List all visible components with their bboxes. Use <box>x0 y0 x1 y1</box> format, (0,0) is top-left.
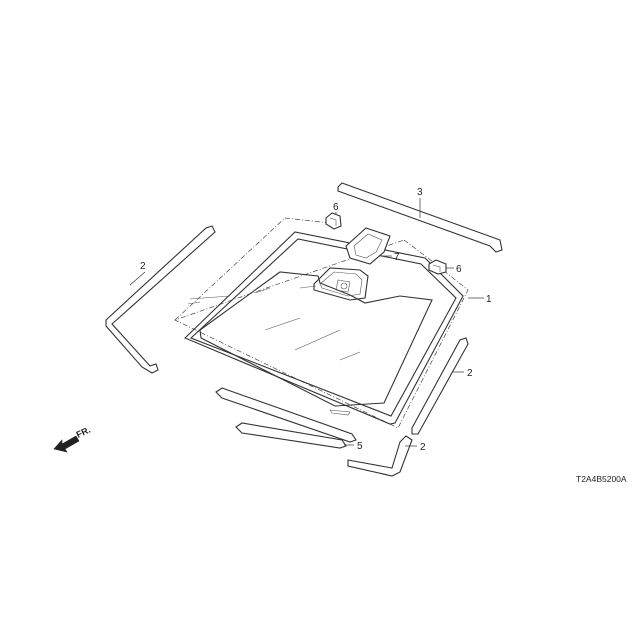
callout-6-right: 6 <box>456 264 462 275</box>
lower-molding-outer <box>215 387 357 443</box>
side-molding-right-lower <box>347 435 413 477</box>
front-arrow-icon <box>53 435 80 453</box>
side-molding-left <box>105 225 216 374</box>
leader-2-left <box>129 271 146 286</box>
lower-molding <box>235 422 347 449</box>
side-molding-right-upper <box>411 337 469 435</box>
callout-2-right: 2 <box>467 368 473 379</box>
clip-upper-left <box>325 212 342 230</box>
front-direction-arrow: FR. <box>53 425 92 453</box>
sensor-bracket-on-glass <box>313 267 369 301</box>
front-label: FR. <box>75 425 92 440</box>
callout-2-bottom: 2 <box>420 442 426 453</box>
callout-2-left: 2 <box>140 261 146 272</box>
assembly-outline-dashed <box>174 217 469 429</box>
callout-1: 1 <box>486 294 492 305</box>
callout-5: 5 <box>357 441 363 452</box>
callout-6-upper: 6 <box>333 202 339 213</box>
callout-3: 3 <box>417 187 423 198</box>
diagram-code: T2A4B5200A <box>576 474 627 484</box>
windshield-glass <box>184 231 464 425</box>
sensor-cover <box>345 227 391 265</box>
callout-7: 7 <box>394 252 400 263</box>
clip-right <box>428 259 447 275</box>
